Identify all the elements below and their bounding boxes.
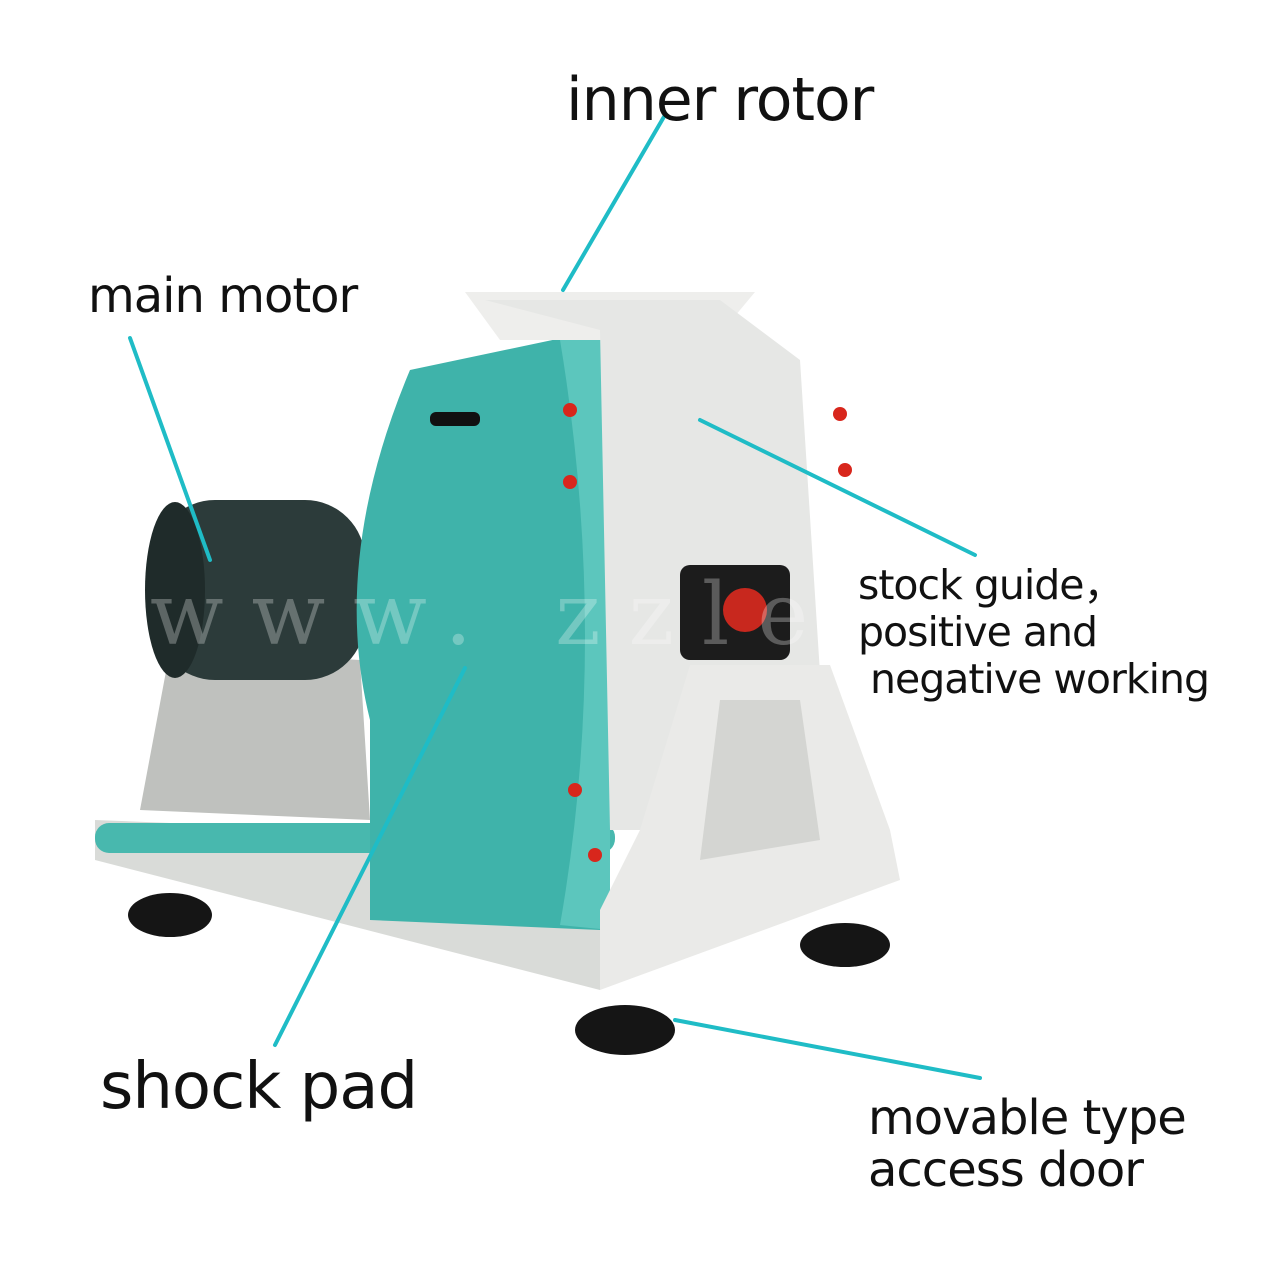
label-stock-guide: stock guide， positive and negative worki…: [858, 561, 1210, 703]
label-line: positive and: [858, 608, 1098, 656]
label-line: access door: [868, 1142, 1144, 1198]
label-inner-rotor: inner rotor: [566, 65, 874, 135]
knob: [563, 403, 577, 417]
label-line: negative working: [870, 655, 1210, 703]
motor-stand: [140, 650, 370, 820]
knob: [588, 848, 602, 862]
shock-pad-foot: [575, 1005, 675, 1055]
label-main-motor: main motor: [88, 268, 358, 324]
shock-pad-foot: [128, 893, 212, 937]
main-motor-endcap: [145, 502, 205, 678]
leader-line-inner-rotor: [561, 113, 667, 292]
leader-line-stock-guide: [698, 418, 977, 557]
label-access-door: movable type access door: [868, 1090, 1187, 1198]
bearing-cap: [723, 588, 767, 632]
rotor-housing: [356, 330, 600, 930]
knob: [833, 407, 847, 421]
knob: [563, 475, 577, 489]
leader-line-shock-pad: [273, 666, 467, 1047]
front-stand-window: [700, 700, 820, 860]
leader-line-access-door: [673, 1018, 982, 1080]
knob: [838, 463, 852, 477]
watermark: www. zzleabon: [150, 565, 1162, 665]
label-shock-pad: shock pad: [100, 1050, 418, 1124]
label-line: stock guide，: [858, 561, 1124, 609]
leader-line-main-motor: [128, 336, 212, 562]
shock-pad-foot: [800, 923, 890, 967]
rotor-housing-side: [560, 330, 610, 930]
knob: [568, 783, 582, 797]
main-motor-body: [155, 500, 365, 680]
handle: [430, 412, 480, 426]
label-line: movable type: [868, 1090, 1187, 1146]
